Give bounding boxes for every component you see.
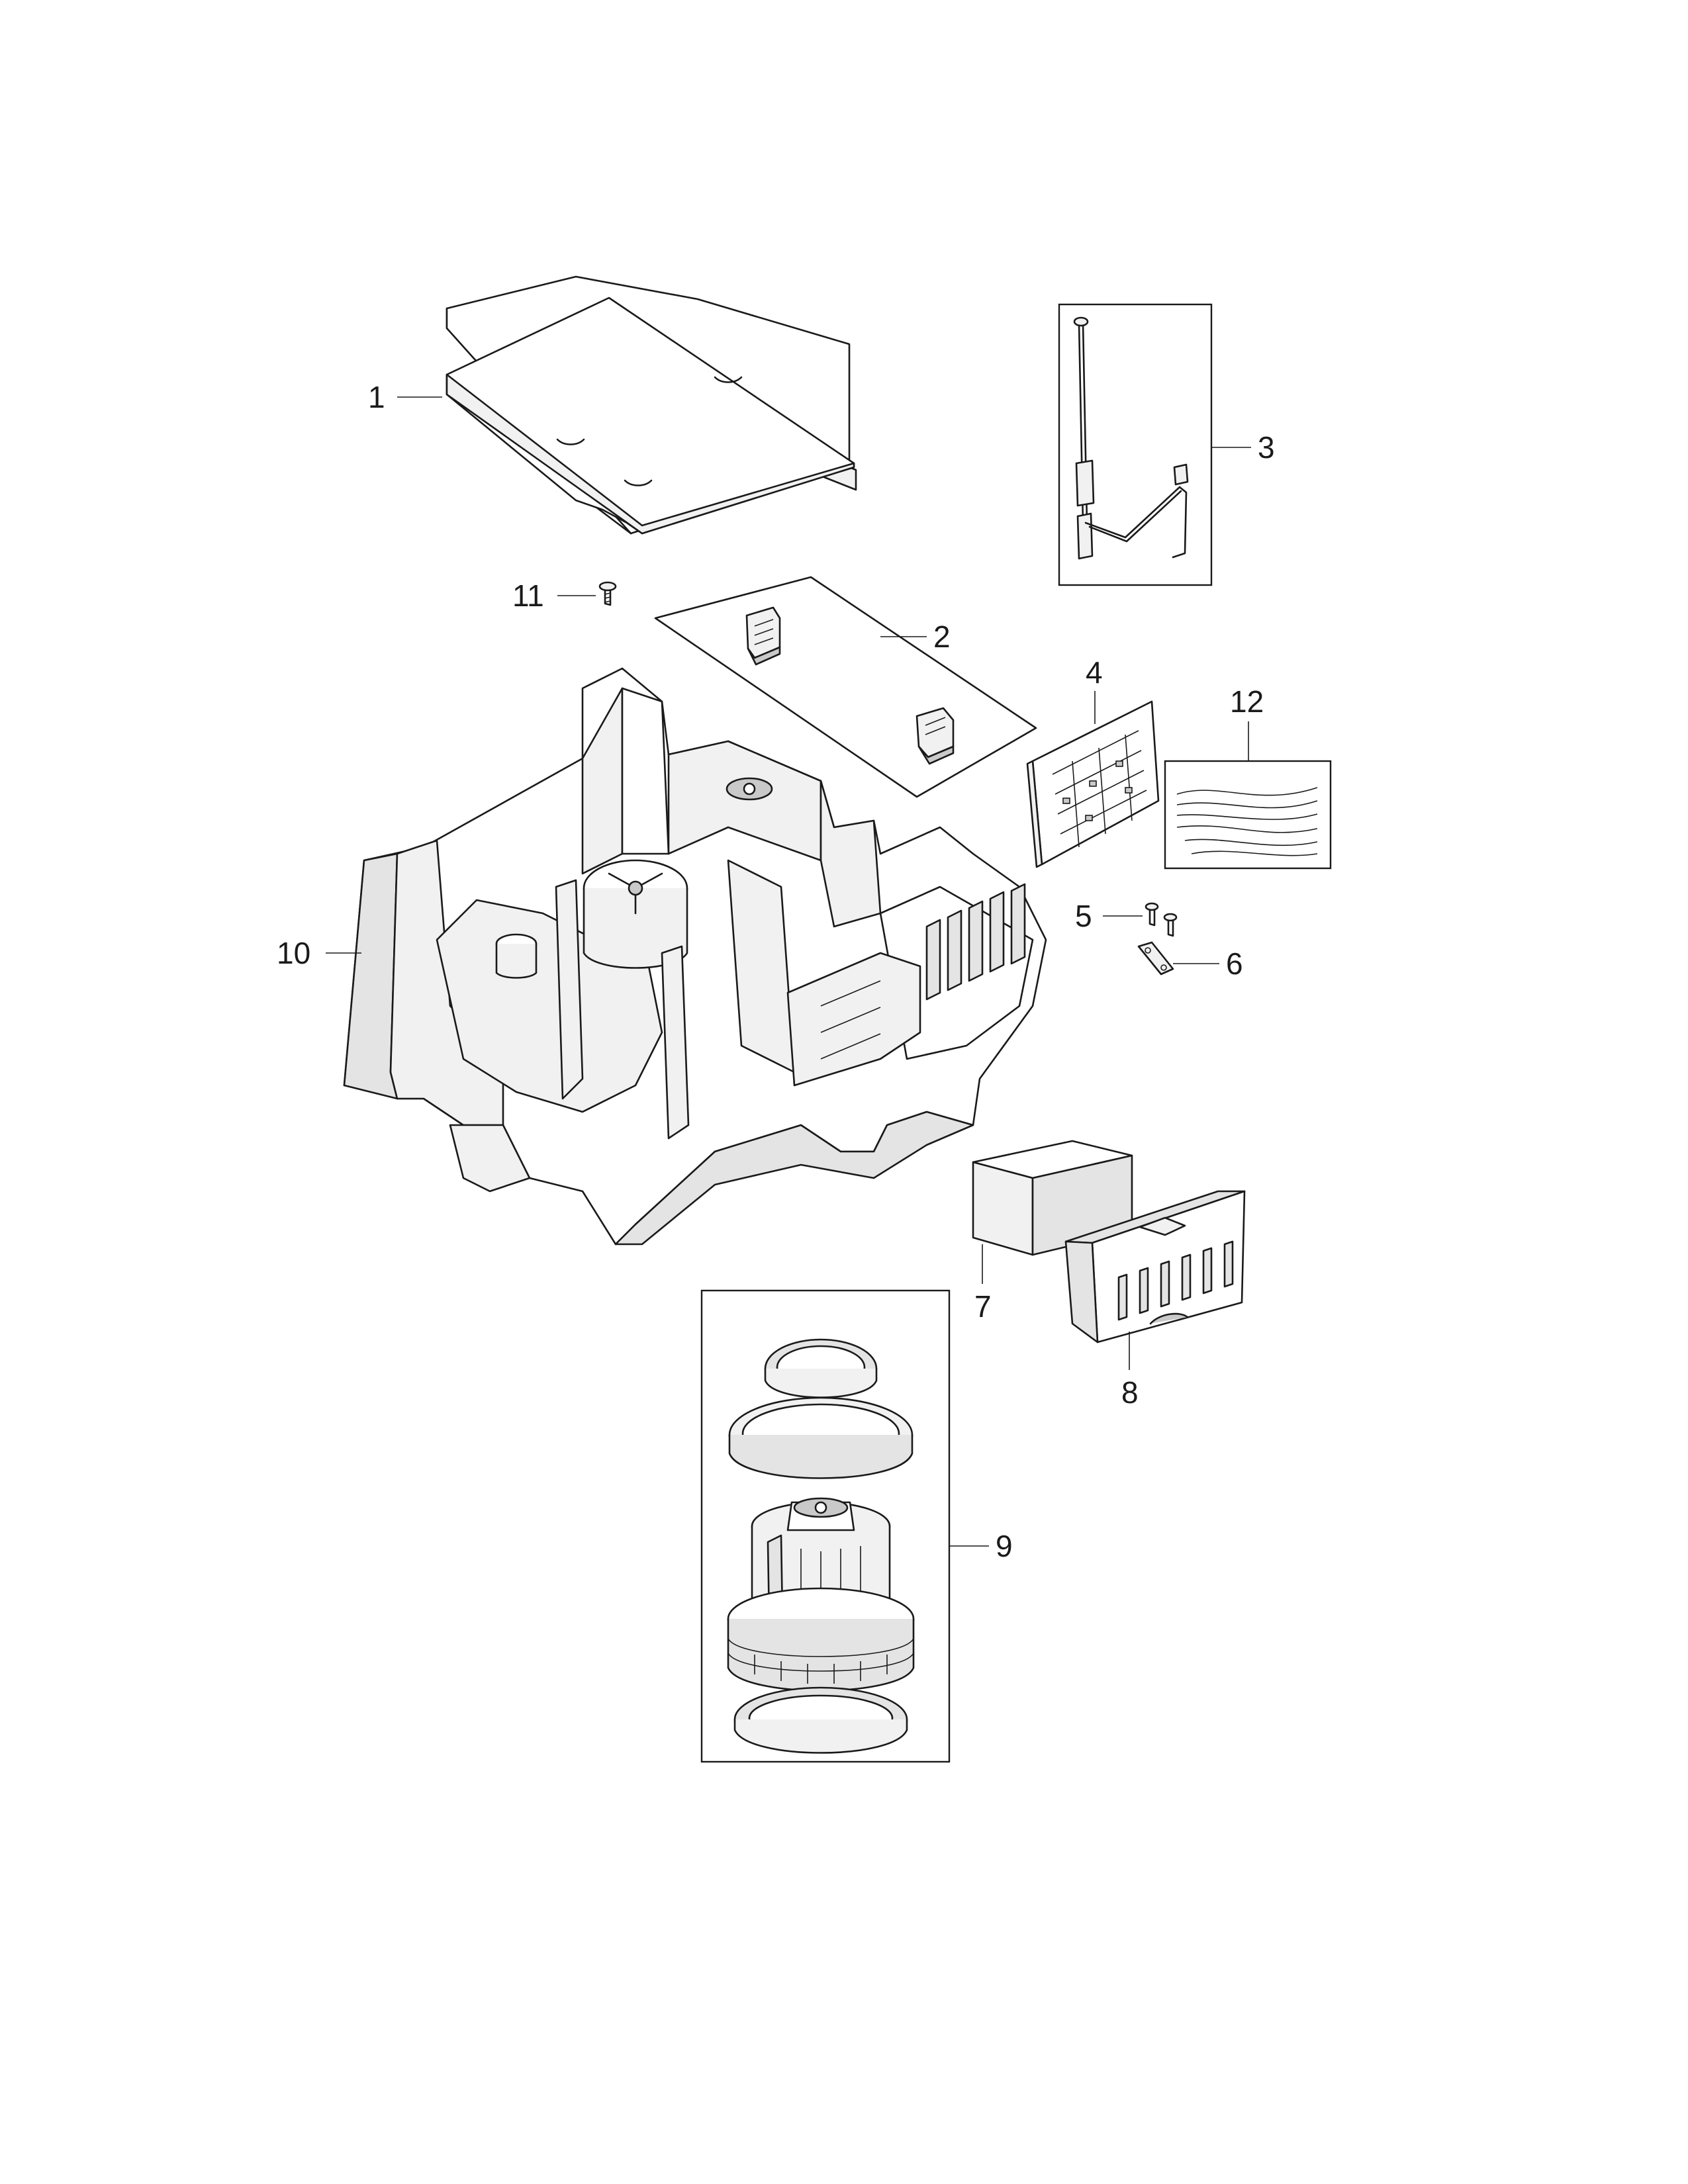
callout-8: 8	[1121, 1332, 1139, 1410]
callout-label-7: 7	[974, 1289, 992, 1324]
callout-1: 1	[368, 380, 442, 414]
part-3-float-switch	[1058, 303, 1213, 586]
callout-label-10: 10	[277, 936, 310, 970]
part-1-filter-pad	[445, 275, 857, 535]
callout-12: 12	[1230, 684, 1264, 761]
callout-11: 11	[512, 578, 596, 613]
callout-label-1: 1	[368, 380, 385, 414]
callout-2: 2	[880, 619, 951, 654]
part-10-motor-housing	[343, 667, 1047, 1246]
part-12-wire-set	[1164, 760, 1332, 870]
callout-3: 3	[1211, 430, 1275, 465]
part-11-screw	[598, 581, 617, 606]
part-8-grille-cover	[1064, 1190, 1246, 1343]
callout-4: 4	[1086, 655, 1103, 724]
callout-label-6: 6	[1226, 946, 1243, 981]
callout-label-12: 12	[1230, 684, 1264, 719]
part-4-circuit-board	[1026, 700, 1160, 868]
callout-label-11: 11	[512, 578, 544, 613]
callout-9: 9	[949, 1529, 1013, 1563]
part-6-cable-clamp	[1137, 941, 1174, 976]
part-5-screws	[1145, 902, 1178, 937]
callout-10: 10	[277, 936, 361, 970]
callout-label-4: 4	[1086, 655, 1103, 690]
callout-6: 6	[1173, 946, 1243, 981]
part-2-filter-holder	[654, 576, 1037, 798]
callout-label-9: 9	[996, 1529, 1013, 1563]
callout-label-8: 8	[1121, 1375, 1139, 1410]
callout-label-5: 5	[1075, 899, 1092, 933]
callout-5: 5	[1075, 899, 1143, 933]
callout-label-3: 3	[1258, 430, 1275, 465]
part-9-motor-assembly	[700, 1289, 951, 1763]
callout-7: 7	[974, 1244, 992, 1324]
callout-label-2: 2	[933, 619, 951, 654]
